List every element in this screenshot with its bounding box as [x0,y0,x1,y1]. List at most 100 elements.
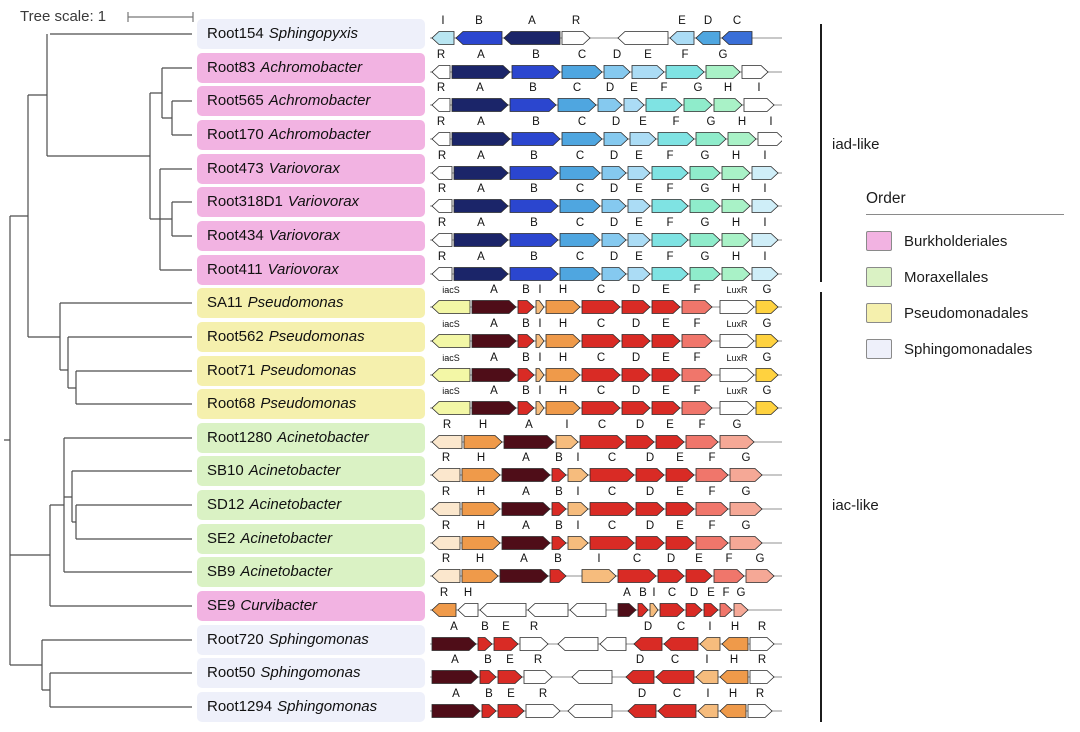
gene-arrow-B [551,502,567,516]
gene-label: E [676,452,684,464]
gene-label: B [481,621,489,633]
gene-arrow-E [665,468,695,483]
gene-label: B [532,116,540,128]
gene-arrow-I [535,401,545,416]
gene-arrow-unlabeled [527,603,569,617]
gene-label: H [559,352,567,364]
legend-label: Moraxellales [904,268,989,286]
genus-name: Acinetobacter [240,529,333,547]
gene-arrow-G [689,199,721,214]
gene-label: LuxR [726,353,748,363]
gene-arrow-A [471,401,517,416]
gene-label: iacS [442,386,460,396]
gene-arrow-G [733,603,749,617]
gene-arrow-H [463,434,503,449]
gene-arrow-E [627,199,651,214]
gene-arrow-E [665,535,695,550]
gene-arrow-I [743,98,775,113]
gene-arrow-R [431,468,461,483]
gene-label: E [676,520,684,532]
gene-label: iacS [442,353,460,363]
gene-arrow-H [461,535,501,550]
gene-label: I [576,452,579,464]
strain-name: Root71 [207,361,256,379]
gene-label: iacS [442,285,460,295]
gene-arrow-F [695,468,729,483]
iac-clade-label: iac-like [832,497,879,514]
strain-name: Root565 [207,92,264,110]
gene-arrow-E [669,31,695,45]
genus-name: Acinetobacter [240,563,333,581]
gene-arrow-D [621,367,651,382]
gene-arrow-C [559,199,601,214]
gene-label: B [554,553,562,565]
gene-arrow-B [481,704,497,718]
gene-arrow-iacS [431,333,471,348]
gene-arrow-B [509,266,559,281]
gene-label: G [733,419,742,431]
gene-label: E [662,352,670,364]
gene-arrow-B [517,367,535,382]
gene-arrow-E [685,569,713,584]
gene-arrow-C [655,670,695,685]
gene-label: D [613,49,621,61]
tree-scale-text: Tree scale: 1 [20,8,107,25]
gene-arrow-D [603,132,629,146]
gene-label: A [450,621,458,633]
gene-arrow-D [621,401,651,416]
gene-label: E [635,217,643,229]
gene-label: B [522,284,530,296]
gene-arrow-E [651,401,681,416]
gene-label: G [701,183,710,195]
gene-label: C [573,82,581,94]
gene-arrow-R [749,636,775,651]
gene-arrow-H [719,670,749,685]
gene-label: C [597,318,605,330]
gene-label: H [476,553,484,565]
gene-arrow-E [651,300,681,315]
gene-arrow-F [681,401,713,416]
gene-arrow-I [697,704,719,718]
gene-label: F [693,284,700,296]
gene-arrow-C [579,434,625,449]
legend-label: Burkholderiales [904,232,1008,250]
phylogenetic-tree [4,12,194,708]
gene-arrow-G [689,266,721,281]
legend-item: Moraxellales [866,267,1064,287]
gene-arrow-LuxR [719,333,755,348]
gene-arrow-B [551,535,567,550]
gene-arrow-A [471,333,517,348]
gene-label: E [502,621,510,633]
gene-label: E [507,688,515,700]
gene-arrow-D [685,603,703,617]
gene-arrow-G [689,165,721,180]
gene-arrow-A [501,468,551,483]
gene-label: F [693,352,700,364]
gene-label: G [763,284,772,296]
gene-label: I [763,150,766,162]
gene-label: E [662,385,670,397]
gene-label: C [578,116,586,128]
gene-arrow-D [603,64,631,79]
gene-arrow-LuxR [719,367,755,382]
gene-arrow-A [503,31,561,45]
gene-label: R [438,150,446,162]
gene-label: H [731,621,739,633]
gene-label: D [606,82,614,94]
gene-arrow-H [545,367,581,382]
gene-arrow-R [523,670,553,685]
gene-label: D [667,553,675,565]
gene-label: R [438,251,446,263]
gene-label: C [677,621,685,633]
gene-arrow-D [597,98,623,113]
gene-arrow-B [517,401,535,416]
gene-label: B [555,452,563,464]
gene-label: F [693,318,700,330]
strain-name: Root562 [207,327,264,345]
gene-label: H [559,318,567,330]
gene-arrow-B [509,165,559,180]
